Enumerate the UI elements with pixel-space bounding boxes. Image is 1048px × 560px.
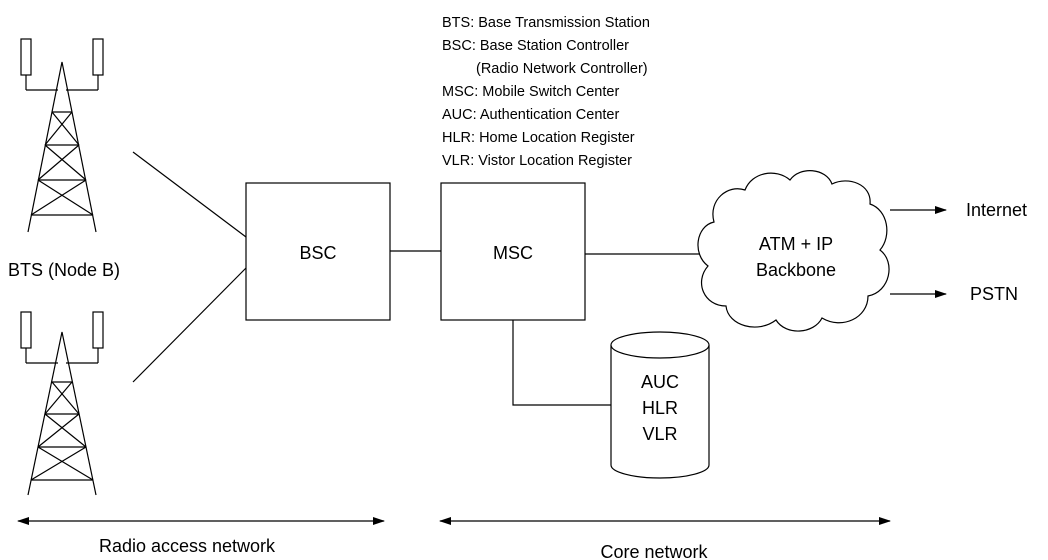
msc-box — [440, 182, 586, 321]
tower-icon-bottom — [20, 311, 104, 496]
legend-line-rnc: (Radio Network Controller) — [476, 61, 648, 77]
backbone-cloud-icon — [697, 170, 890, 332]
legend-line-bsc: BSC: Base Station Controller — [442, 38, 629, 54]
bsc-label: BSC — [299, 243, 336, 263]
legend-line-hlr: HLR: Home Location Register — [442, 130, 635, 146]
db-label-auc: AUC — [641, 372, 679, 392]
legend-line-auc: AUC: Authentication Center — [442, 107, 619, 123]
database-cylinder-icon — [610, 331, 710, 479]
tower-icon-top — [20, 38, 104, 233]
link-msc-database — [512, 320, 611, 406]
bsc-box — [245, 182, 391, 321]
legend: BTS: Base Transmission Station BSC: Base… — [442, 15, 650, 169]
link-top-tower-bsc — [132, 151, 247, 238]
msc-label: MSC — [493, 243, 533, 263]
db-label-vlr: VLR — [642, 424, 677, 444]
backbone-label-line2: Backbone — [756, 260, 836, 280]
pstn-label: PSTN — [970, 284, 1018, 304]
internet-label: Internet — [966, 200, 1027, 220]
bts-label: BTS (Node B) — [8, 260, 120, 280]
backbone-label-line1: ATM + IP — [759, 234, 833, 254]
link-bottom-tower-bsc — [132, 267, 247, 383]
legend-line-bts: BTS: Base Transmission Station — [442, 15, 650, 31]
legend-line-vlr: VLR: Vistor Location Register — [442, 153, 632, 169]
db-label-hlr: HLR — [642, 398, 678, 418]
radio-access-label: Radio access network — [99, 536, 276, 556]
legend-line-msc: MSC: Mobile Switch Center — [442, 84, 619, 100]
core-label: Core network — [600, 542, 708, 560]
